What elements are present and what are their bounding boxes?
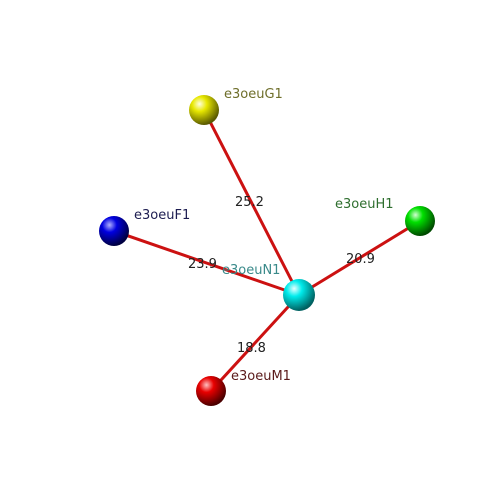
atoms-layer (99, 95, 435, 406)
distance-label-n1-h1: 20.9 (346, 252, 375, 267)
bond-n1-g1 (202, 109, 301, 296)
atom-label-m1: e3oeuM1 (231, 369, 291, 384)
atom-label-n1: e3oeuN1 (222, 263, 280, 278)
distance-label-n1-g1: 25.2 (235, 195, 264, 210)
atom-labels: e3oeuG1 e3oeuF1 e3oeuH1 e3oeuN1 e3oeuM1 (134, 87, 394, 384)
distance-labels: 25.2 23.9 20.9 18.8 (188, 195, 375, 356)
atom-label-f1: e3oeuF1 (134, 208, 190, 223)
bond-n1-m1 (209, 293, 301, 393)
atom-m1[interactable] (196, 376, 226, 406)
atom-label-h1: e3oeuH1 (335, 197, 394, 212)
bond-n1-h1 (298, 219, 421, 297)
atom-g1[interactable] (189, 95, 219, 125)
atom-f1[interactable] (99, 216, 129, 246)
distance-label-n1-m1: 18.8 (237, 341, 266, 356)
atom-n1[interactable] (283, 279, 315, 311)
bonds-layer (113, 109, 421, 393)
bond-n1-f1 (113, 229, 300, 297)
atom-h1[interactable] (405, 206, 435, 236)
distance-label-n1-f1: 23.9 (188, 257, 217, 272)
atom-label-g1: e3oeuG1 (224, 87, 283, 102)
